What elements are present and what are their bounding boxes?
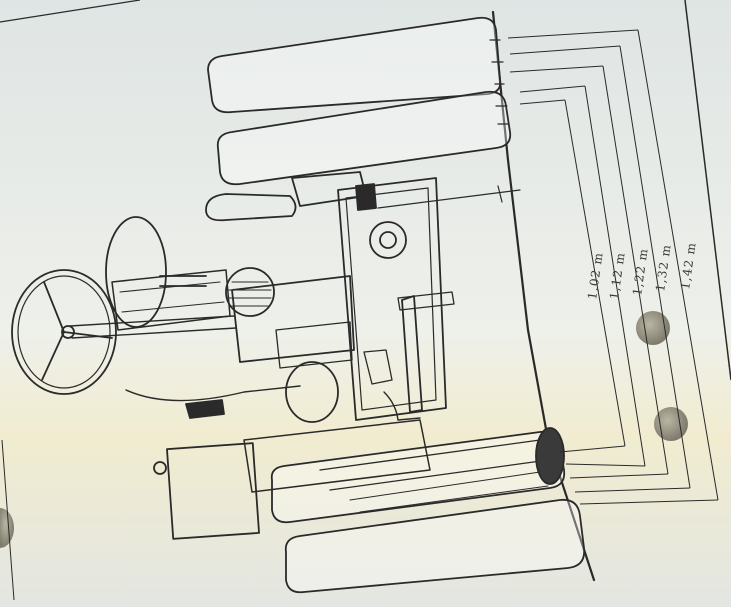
- extension-line: [569, 473, 669, 479]
- rear-wheel-outer: [207, 16, 502, 114]
- extension-line: [559, 445, 626, 453]
- rear-wheel-inner: [216, 90, 512, 186]
- extension-line: [519, 99, 566, 105]
- battery-terminal: [153, 461, 167, 475]
- engine-detail: [275, 321, 353, 369]
- pto-flange: [369, 221, 407, 259]
- extension-line: [509, 45, 621, 55]
- air-cleaner: [285, 361, 339, 423]
- binder-hole: [636, 311, 670, 345]
- transmission-housing: [337, 177, 447, 421]
- binder-hole: [0, 508, 14, 548]
- dimension-arrow-line: [637, 29, 719, 501]
- dimension-label-1: 1,02 m: [585, 251, 606, 300]
- extension-line: [507, 29, 639, 39]
- steering-hub: [61, 325, 75, 339]
- steering-spokes: [41, 281, 113, 381]
- steering-column: [69, 315, 237, 339]
- center-marker-tick: [497, 185, 503, 203]
- extension-line: [509, 65, 604, 73]
- front-hub: [535, 427, 565, 485]
- center-marker-line: [377, 189, 521, 209]
- dimension-arrow-line: [602, 65, 669, 475]
- dimension-label-5: 1,42 m: [678, 241, 699, 290]
- linkage-rods: [349, 471, 549, 513]
- axle-linkage: [319, 439, 549, 491]
- hitch-block: [355, 183, 377, 211]
- dimension-label-2: 1,12 m: [607, 251, 628, 300]
- tractor-drawing: [11, 10, 596, 594]
- air-cleaner-bowl: [185, 399, 225, 419]
- steering-wheel: [11, 269, 117, 395]
- dimension-arrow-line: [1, 439, 15, 601]
- extension-line: [519, 85, 586, 93]
- dimension-lines: [1, 29, 719, 601]
- dimension-arrow-line: [564, 99, 626, 447]
- front-wheel-outer: [284, 498, 586, 594]
- tread-line: [489, 39, 509, 125]
- seat: [205, 193, 297, 222]
- dimension-label-3: 1,22 m: [630, 247, 651, 296]
- engine-block: [231, 275, 355, 363]
- frame-rail: [401, 295, 423, 413]
- steering-wheel-rim: [17, 275, 111, 389]
- hitch-arm: [363, 349, 393, 385]
- pto-flange-inner: [379, 231, 397, 249]
- dimension-arrow-line: [619, 45, 691, 489]
- front-axle: [243, 419, 431, 493]
- page-edge-line: [684, 0, 731, 381]
- dimension-arrow-line: [584, 85, 646, 467]
- frame-bracket: [397, 291, 455, 311]
- top-edge-line: [0, 0, 141, 23]
- hood-detail: [119, 281, 225, 313]
- extension-line: [579, 499, 719, 505]
- radiator-grille: [225, 267, 275, 317]
- grille-lines: [228, 281, 272, 307]
- transmission-housing-inner: [345, 187, 437, 411]
- dimension-labels: 1,02 m 1,12 m 1,22 m 1,32 m 1,42 m: [585, 241, 699, 300]
- extension-line: [574, 487, 691, 493]
- extension-line: [565, 463, 646, 467]
- dimension-label-4: 1,32 m: [653, 243, 674, 292]
- battery-box: [166, 442, 260, 540]
- hitch-arm: [383, 391, 421, 421]
- front-wheel-inner: [270, 430, 566, 524]
- exhaust-pipe: [125, 385, 301, 402]
- ground-line: [491, 10, 596, 582]
- binder-hole: [654, 407, 688, 441]
